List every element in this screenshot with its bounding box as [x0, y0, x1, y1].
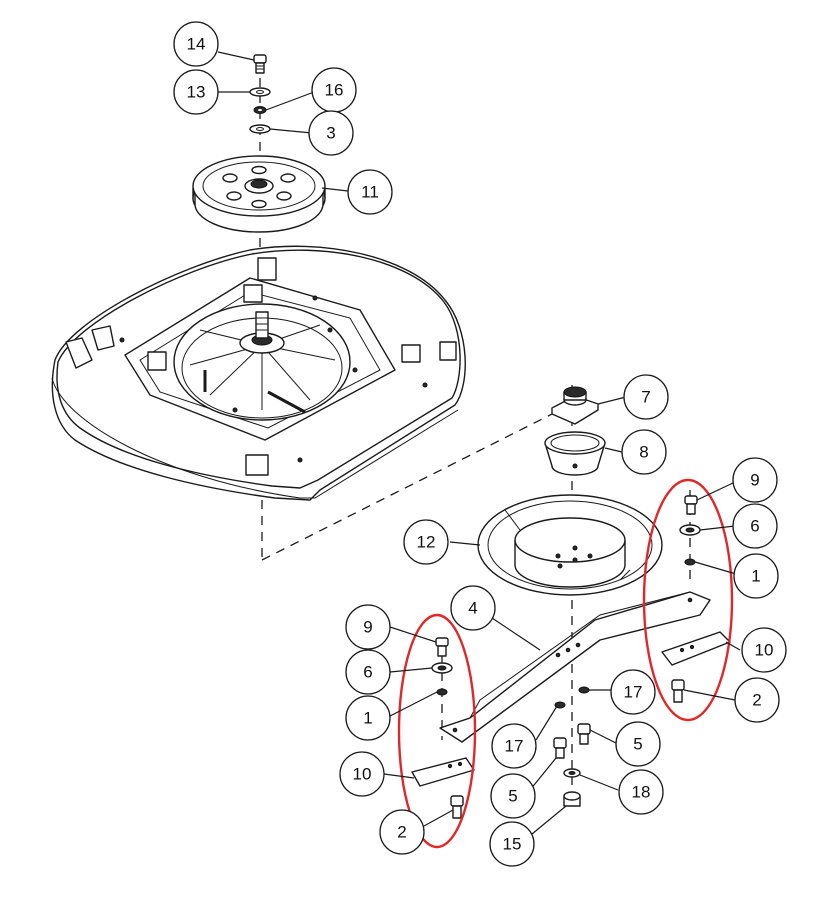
- bearing-housing-7: [551, 386, 599, 425]
- callout-18: 18: [618, 769, 664, 815]
- washer-13: [249, 87, 271, 97]
- callout-2-right: 2: [734, 677, 780, 723]
- svg-text:5: 5: [508, 787, 517, 806]
- bolt-5-left: [553, 737, 567, 759]
- callout-15: 15: [489, 821, 535, 867]
- svg-text:2: 2: [752, 691, 761, 710]
- svg-text:9: 9: [750, 471, 759, 490]
- svg-text:14: 14: [187, 35, 206, 54]
- callout-9-left: 9: [345, 604, 391, 650]
- blade-10-right: [661, 631, 731, 666]
- svg-text:3: 3: [326, 124, 335, 143]
- callout-16: 16: [311, 67, 357, 113]
- highlight-left-blade-hardware: [397, 613, 477, 849]
- bolt-9-right: [684, 495, 698, 515]
- callout-1-right: 1: [733, 553, 779, 599]
- callout-6-right: 6: [732, 503, 778, 549]
- leader-lines: [217, 51, 741, 835]
- svg-text:17: 17: [505, 737, 524, 756]
- svg-text:13: 13: [187, 83, 206, 102]
- svg-text:2: 2: [397, 823, 406, 842]
- callout-6-left: 6: [345, 649, 391, 695]
- callout-8: 8: [621, 429, 667, 475]
- svg-text:6: 6: [363, 663, 372, 682]
- svg-text:6: 6: [750, 517, 759, 536]
- callout-7: 7: [623, 374, 669, 420]
- svg-text:1: 1: [363, 709, 372, 728]
- washer-3: [249, 124, 271, 134]
- bolt-2-right: [671, 679, 685, 703]
- svg-text:8: 8: [639, 443, 648, 462]
- callout-3: 3: [308, 110, 354, 156]
- callout-12: 12: [403, 519, 449, 565]
- svg-text:7: 7: [641, 388, 650, 407]
- svg-text:5: 5: [633, 735, 642, 754]
- highlight-right-blade-hardware: [642, 478, 734, 722]
- washer-6-left: [431, 662, 453, 674]
- nut-15: [563, 791, 581, 807]
- bolt-9-left: [435, 637, 449, 657]
- callout-4: 4: [450, 585, 496, 631]
- svg-text:11: 11: [361, 183, 379, 202]
- svg-text:4: 4: [468, 599, 477, 618]
- callout-1-left: 1: [345, 695, 391, 741]
- washer-6-right: [679, 524, 701, 536]
- svg-text:10: 10: [353, 765, 372, 784]
- callout-2-left: 2: [379, 809, 425, 855]
- svg-text:17: 17: [624, 683, 643, 702]
- callout-10-left: 10: [339, 751, 385, 797]
- callout-14: 14: [173, 21, 219, 67]
- svg-text:9: 9: [363, 618, 372, 637]
- blade-10-left: [411, 757, 475, 787]
- callout-10-right: 10: [741, 627, 787, 673]
- washer-18: [563, 768, 581, 778]
- svg-text:12: 12: [417, 533, 436, 552]
- callout-13: 13: [173, 69, 219, 115]
- lock-washer-1-left: [436, 688, 448, 696]
- callout-11: 11: [347, 169, 393, 215]
- callout-9-right: 9: [732, 457, 778, 503]
- callout-17-left: 17: [491, 723, 537, 769]
- pulley-11: [192, 155, 326, 233]
- callout-17-right: 17: [610, 669, 656, 715]
- svg-text:1: 1: [751, 567, 760, 586]
- svg-text:10: 10: [755, 641, 774, 660]
- lock-washer-16: [253, 106, 267, 114]
- bolt-5-right: [577, 723, 591, 745]
- nut-17-right: [578, 686, 590, 694]
- svg-text:18: 18: [632, 783, 651, 802]
- nut-17-left: [554, 701, 566, 709]
- mower-deck: [51, 245, 466, 501]
- callout-5-right: 5: [615, 721, 661, 767]
- bolt-2-left: [450, 795, 464, 819]
- cup-8: [544, 431, 606, 476]
- lock-washer-1-right: [684, 558, 696, 566]
- blade-plate-12: [477, 494, 663, 596]
- bolt-14: [253, 54, 267, 74]
- callout-5-left: 5: [490, 773, 536, 819]
- svg-text:15: 15: [503, 835, 522, 854]
- svg-text:16: 16: [325, 81, 344, 100]
